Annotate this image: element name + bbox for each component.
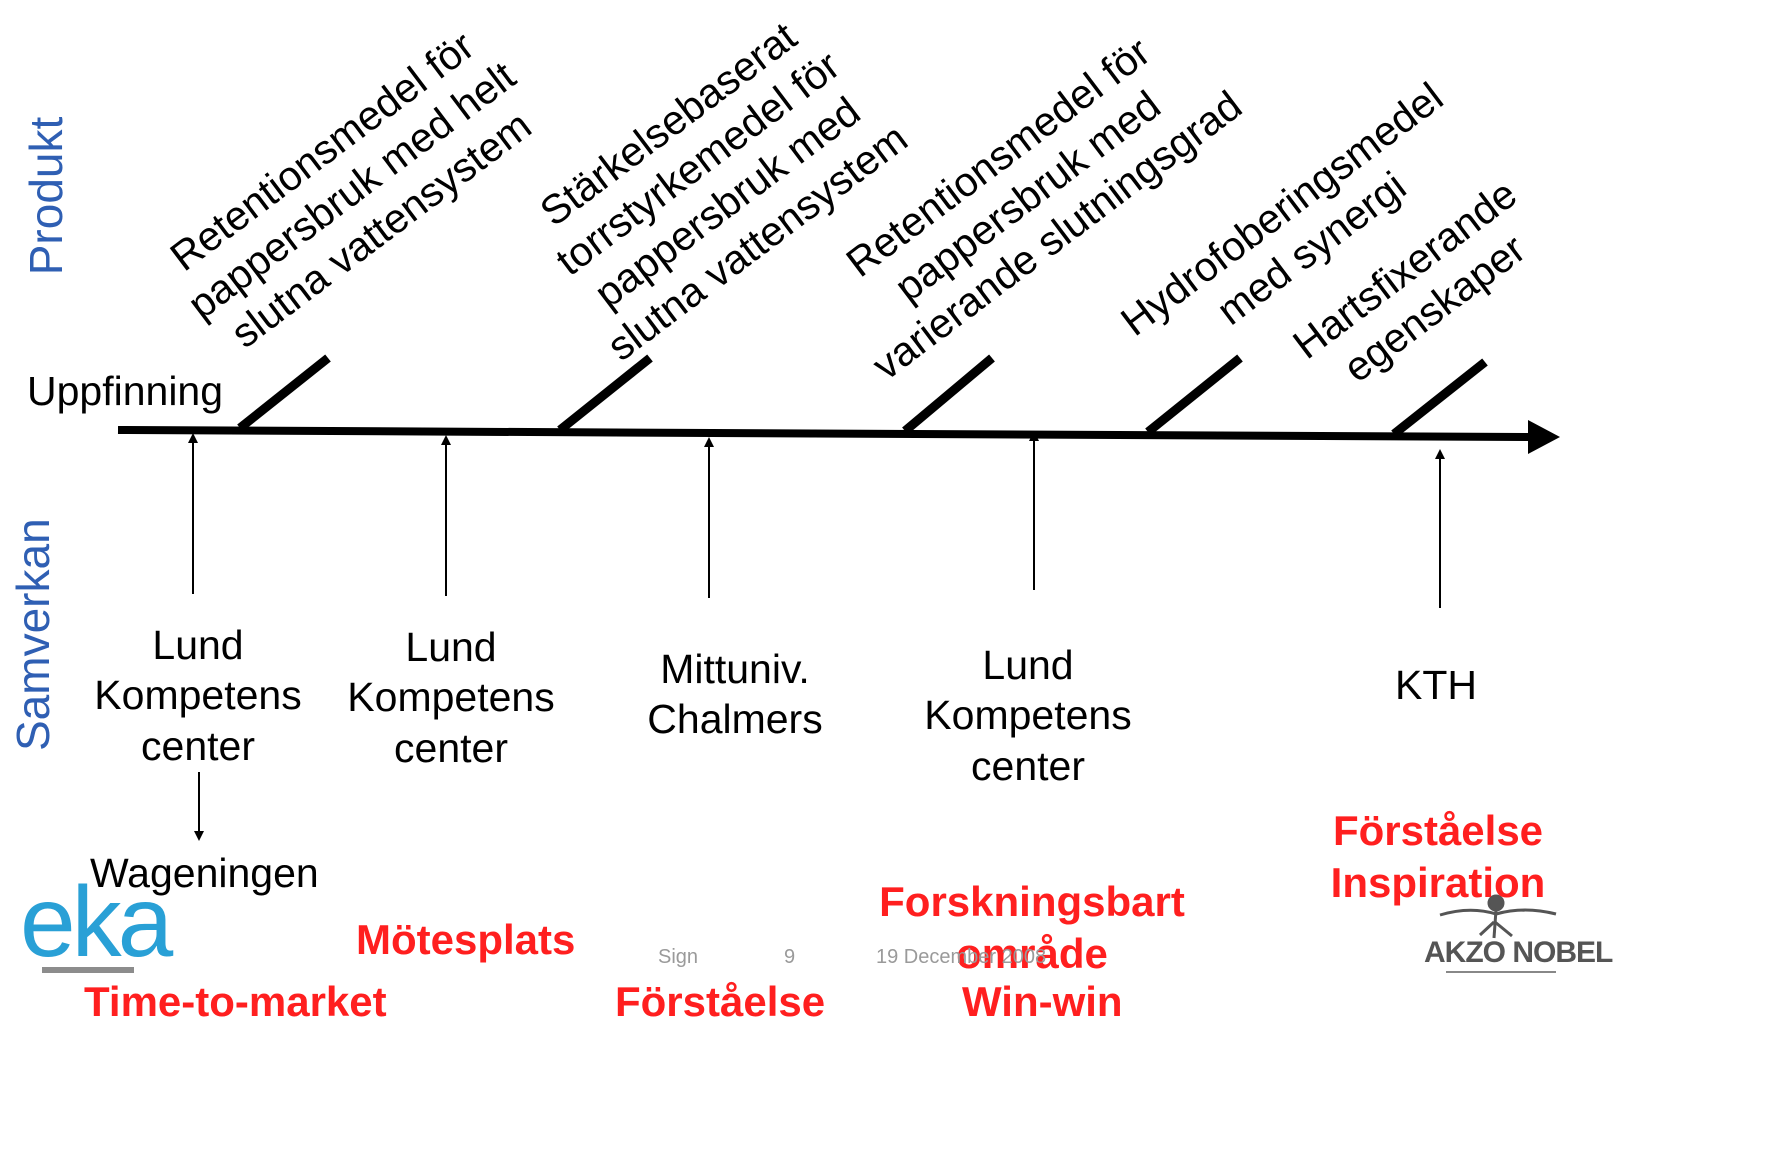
benefit-forstaelse: Förståelse [615,978,826,1025]
branch-1 [237,354,331,432]
benefit-forskningsbart: Forskningsbart område [879,878,1185,978]
eka-logo-bar [42,967,134,973]
benefit-motesplats: Mötesplats [356,916,576,963]
produkt-label: Produkt [20,116,72,276]
benefit-win-win: Win-win [962,978,1123,1025]
branch-3 [902,354,995,435]
footer-sign: Sign [658,946,699,968]
institution-5: KTH [1395,662,1477,708]
samverkan-label: Samverkan [7,518,59,751]
benefit-forstaelse-inspiration: Förståelse Inspiration [1330,807,1546,907]
uppfinning-label: Uppfinning [27,368,224,414]
institution-3: Mittuniv. Chalmers [647,646,823,743]
institution-1: Lund Kompetens center [94,622,302,769]
branch-5 [1391,358,1488,438]
footer-page-number: 9 [784,946,796,968]
institution-4: Lund Kompetens center [924,642,1132,789]
footer-date: 19 December 2008 [876,946,1047,968]
akzo-nobel-figure-icon [1439,894,1557,939]
institution-2: Lund Kompetens center [347,624,555,771]
benefit-time-to-market: Time-to-market [84,978,387,1025]
wageningen-label: Wageningen [90,850,319,896]
main-axis-arrowhead [1528,420,1560,454]
branch-4 [1145,354,1243,436]
branch-2 [557,354,653,434]
main-axis-line [117,426,1531,441]
eka-logo: eka [20,866,173,978]
akzo-nobel-logo: AKZO NOBEL [1424,936,1613,969]
